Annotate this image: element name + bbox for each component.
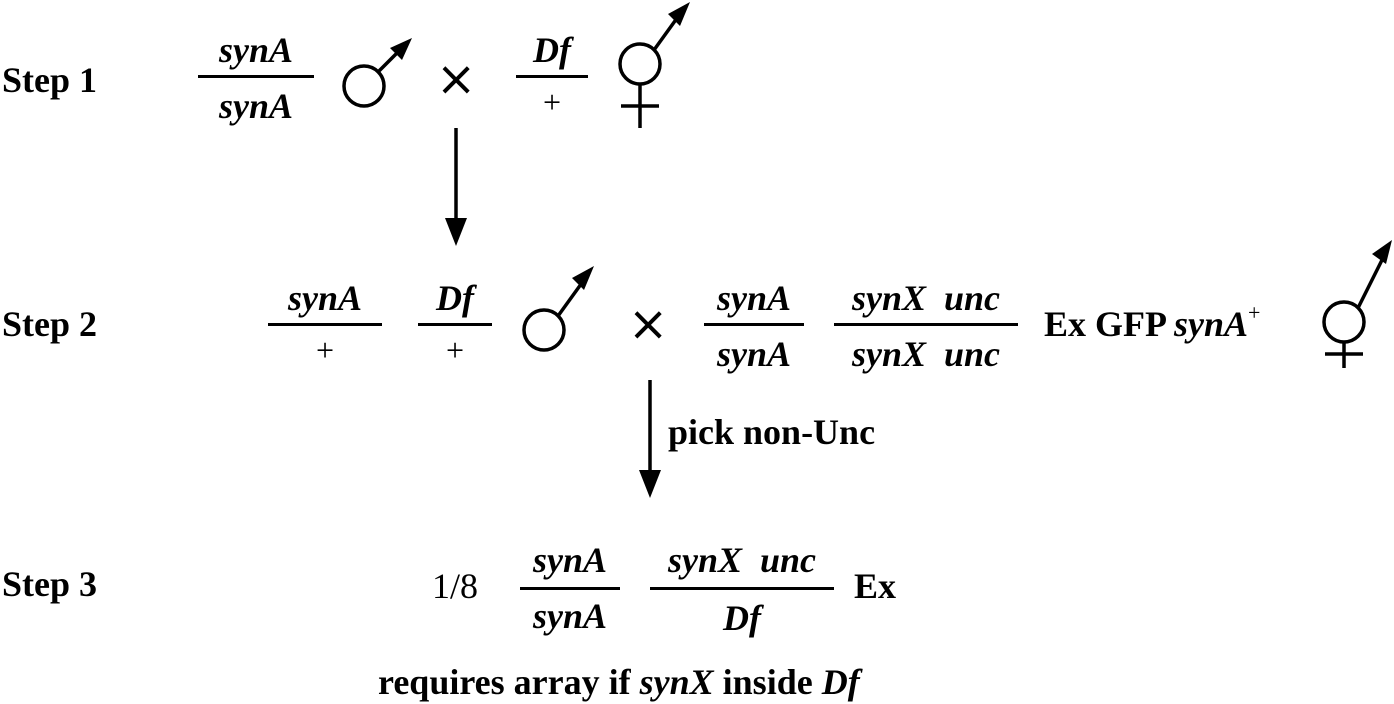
down-arrow-icon bbox=[445, 128, 467, 246]
pick-non-unc-label: pick non-Unc bbox=[668, 412, 876, 452]
step3-chr2-top: synX unc bbox=[667, 540, 817, 580]
step3-chr1-bar bbox=[520, 587, 620, 590]
array-prefix: Ex GFP bbox=[1044, 304, 1175, 344]
step3-chr1-top: synA bbox=[532, 540, 608, 580]
step2-male-chr1-bar bbox=[268, 323, 382, 326]
cross-symbol: × bbox=[436, 51, 477, 107]
note-text-1: requires array if bbox=[378, 662, 640, 702]
step3-fraction: 1/8 bbox=[432, 566, 479, 606]
step2-female-chr1-bottom: synA bbox=[716, 334, 792, 374]
step3-chr2-bottom: Df bbox=[723, 598, 761, 638]
note-text-2: inside bbox=[713, 662, 822, 702]
step1-female-genotype-top: Df bbox=[533, 30, 571, 70]
step2-female-chr1-top: synA bbox=[716, 278, 792, 318]
mars-icon bbox=[342, 38, 412, 108]
step2-male-chr2-bar bbox=[418, 323, 492, 326]
array-gene-superscript: + bbox=[1248, 300, 1261, 325]
step1-female-genotype-bottom: + bbox=[542, 84, 562, 120]
step2-female-chr2-bar bbox=[834, 323, 1018, 326]
step-1-label: Step 1 bbox=[2, 60, 98, 100]
note-df: Df bbox=[821, 662, 860, 702]
array-gene: synA bbox=[1174, 304, 1249, 344]
hermaphrodite-icon bbox=[618, 2, 690, 128]
step-3-label: Step 3 bbox=[2, 564, 98, 604]
step-2-label: Step 2 bbox=[2, 304, 98, 344]
step2-male-chr1-top: synA bbox=[287, 278, 363, 318]
step3-chr2-bar bbox=[650, 587, 834, 590]
down-arrow-icon bbox=[639, 380, 661, 498]
array-requirement-note: requires array if synX inside Df bbox=[378, 664, 860, 700]
note-gene: synX bbox=[639, 662, 714, 702]
step2-male-chr2-top: Df bbox=[436, 278, 474, 318]
step3-chr1-bottom: synA bbox=[532, 596, 608, 636]
step2-female-chr2-top: synX unc bbox=[851, 278, 1001, 318]
mars-icon bbox=[522, 266, 594, 352]
step1-female-genotype-bar bbox=[516, 75, 588, 78]
step1-male-genotype-bar bbox=[198, 75, 314, 78]
step1-male-genotype-bottom: synA bbox=[218, 86, 294, 126]
step2-female-chr1-bar bbox=[704, 323, 804, 326]
step3-array: Ex bbox=[854, 566, 897, 606]
cross-symbol: × bbox=[628, 296, 669, 352]
step2-male-chr2-bottom: + bbox=[445, 332, 465, 368]
step2-female-chr2-bottom: synX unc bbox=[851, 334, 1001, 374]
step1-male-genotype-top: synA bbox=[218, 30, 294, 70]
extrachromosomal-array-label: Ex GFP synA+ bbox=[1044, 302, 1260, 344]
step2-male-chr1-bottom: + bbox=[315, 332, 335, 368]
hermaphrodite-icon bbox=[1322, 240, 1392, 368]
